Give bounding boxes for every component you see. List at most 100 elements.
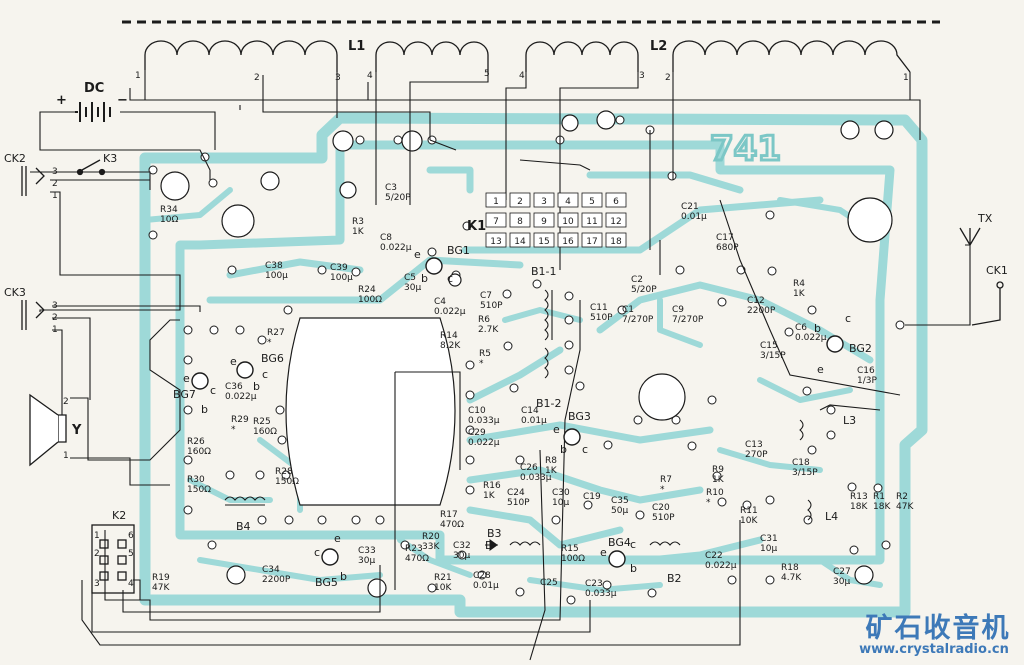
resistor-ref: R18 [781,563,799,573]
capacitor-value: 0.01μ [521,416,547,426]
ck2-pin: 3 [52,167,58,177]
capacitor-value: 0.022μ [380,243,412,253]
resistor-value: 18K [850,502,868,512]
transistor-pin-c: c [447,272,453,285]
transistor-pin-e: e [553,423,560,436]
resistor-ref: R21 [434,573,452,583]
resistor-value: 150Ω [275,477,299,487]
capacitor-value: 3/15P [792,468,818,478]
k1-contact-label: 7 [493,217,499,227]
transistor-pin-c: c [582,443,588,456]
coils [144,40,911,73]
resistor-value: 100Ω [358,295,382,305]
resistor-value: 18K [873,502,891,512]
resistor-ref: R8 [545,456,557,466]
resistor-ref: R17 [440,510,458,520]
resistor-ref: R6 [478,315,490,325]
coil-l2-tap: 4 [519,71,525,81]
resistor-ref: R28 [275,467,293,477]
k1-contact-pad [557,192,579,208]
capacitor-value: 1/3P [857,376,877,386]
resistor-value: 150Ω [187,485,211,495]
capacitor-ref: C35 [611,496,629,506]
transistor-pin-b: b [560,443,567,456]
capacitor-ref: C14 [521,406,539,416]
resistor-ref: R16 [483,481,501,491]
resistor-ref: R10 [706,488,724,498]
capacitor-ref: C16 [857,366,875,376]
capacitor-ref: C11 [590,303,608,313]
k1-label: K1 [467,219,486,234]
k1-contact-label: 17 [586,237,597,247]
k1-contact-pad [605,212,627,228]
coil-l2-tap: 3 [639,71,645,81]
k1-contact-label: 1 [493,197,499,207]
k2-label: K2 [112,509,126,522]
capacitor-value: 270P [745,450,768,460]
resistor-ref: R20 [422,532,440,542]
k1-contact-pad [533,212,555,228]
k3-label: K3 [103,152,117,165]
k1-contact-label: 11 [586,217,597,227]
k2-pin: 2 [94,549,100,559]
resistor-value: 1K [712,475,725,485]
transistor-bg5-label: BG5 [315,576,338,589]
resistor-value: 47K [152,583,170,593]
antenna-icon [959,227,1004,326]
capacitor-ref: C23 [585,579,603,589]
transistor-bg4-label: BG4 [608,536,631,549]
resistor-ref: R23 [405,544,423,554]
capacitor-value: 0.022μ [225,392,257,402]
resistor-ref: R11 [740,506,758,516]
transistor-pin-b: b [630,562,637,575]
capacitor-ref: C2 [631,275,643,285]
ck3-pin: 2 [52,313,58,323]
resistor-value: 8.2K [440,341,461,351]
capacitor-ref: C30 [552,488,570,498]
capacitor-value: 0.033μ [520,473,552,483]
k1-contact-label: 14 [514,237,526,247]
capacitor-ref: C34 [262,565,280,575]
inductor-l4-label: L4 [825,510,838,523]
capacitor-ref: C3 [385,183,397,193]
k1-contact-label: 5 [589,197,595,207]
k1-contact-label: 13 [490,237,501,247]
resistor-value: 1K [793,289,806,299]
resistor-value: 1K [545,466,558,476]
capacitor-value: 2200P [262,575,291,585]
k1-contact-label: 2 [517,197,523,207]
capacitor-value: 0.022μ [705,561,737,571]
transistor-pin-e: e [230,355,237,368]
transistor-bodies [191,257,844,568]
k1-contact-label: 16 [562,237,574,247]
capacitor-value: 510P [590,313,613,323]
k2-pin: 4 [128,579,134,589]
capacitor-value: 7/270P [672,315,704,325]
transistor-pin-e: e [817,363,824,376]
transformer-b1-1-label: B1-1 [531,265,557,278]
capacitor-ref: C7 [480,291,492,301]
resistor-value: 1K [352,227,365,237]
jack-ck3-symbol [21,300,45,330]
transistor-pin-b: b [253,380,260,393]
transformer-b2-label: B2 [667,572,682,585]
transistor-pin-c: c [210,384,216,397]
resistor-value: 2.7K [478,325,499,335]
dc-plus: + [56,93,67,108]
capacitor-ref: C27 [833,567,851,577]
k1-contact-pad [509,192,531,208]
capacitor-value: 510P [480,301,503,311]
capacitor-value: 10μ [760,544,777,554]
k1-contact-pad [557,212,579,228]
resistor-ref: R29 [231,415,249,425]
k1-contact-pad [485,212,507,228]
k1-contact-pad [581,192,603,208]
jack-ck2-symbol [21,159,106,196]
inductor-l3-label: L3 [843,414,856,427]
resistor-value: * [231,425,236,435]
switch-k2-symbol [91,524,135,594]
k1-contact-label: 3 [541,197,547,207]
speaker-pin: 2 [63,397,69,407]
k1-contact-pad [605,232,627,248]
